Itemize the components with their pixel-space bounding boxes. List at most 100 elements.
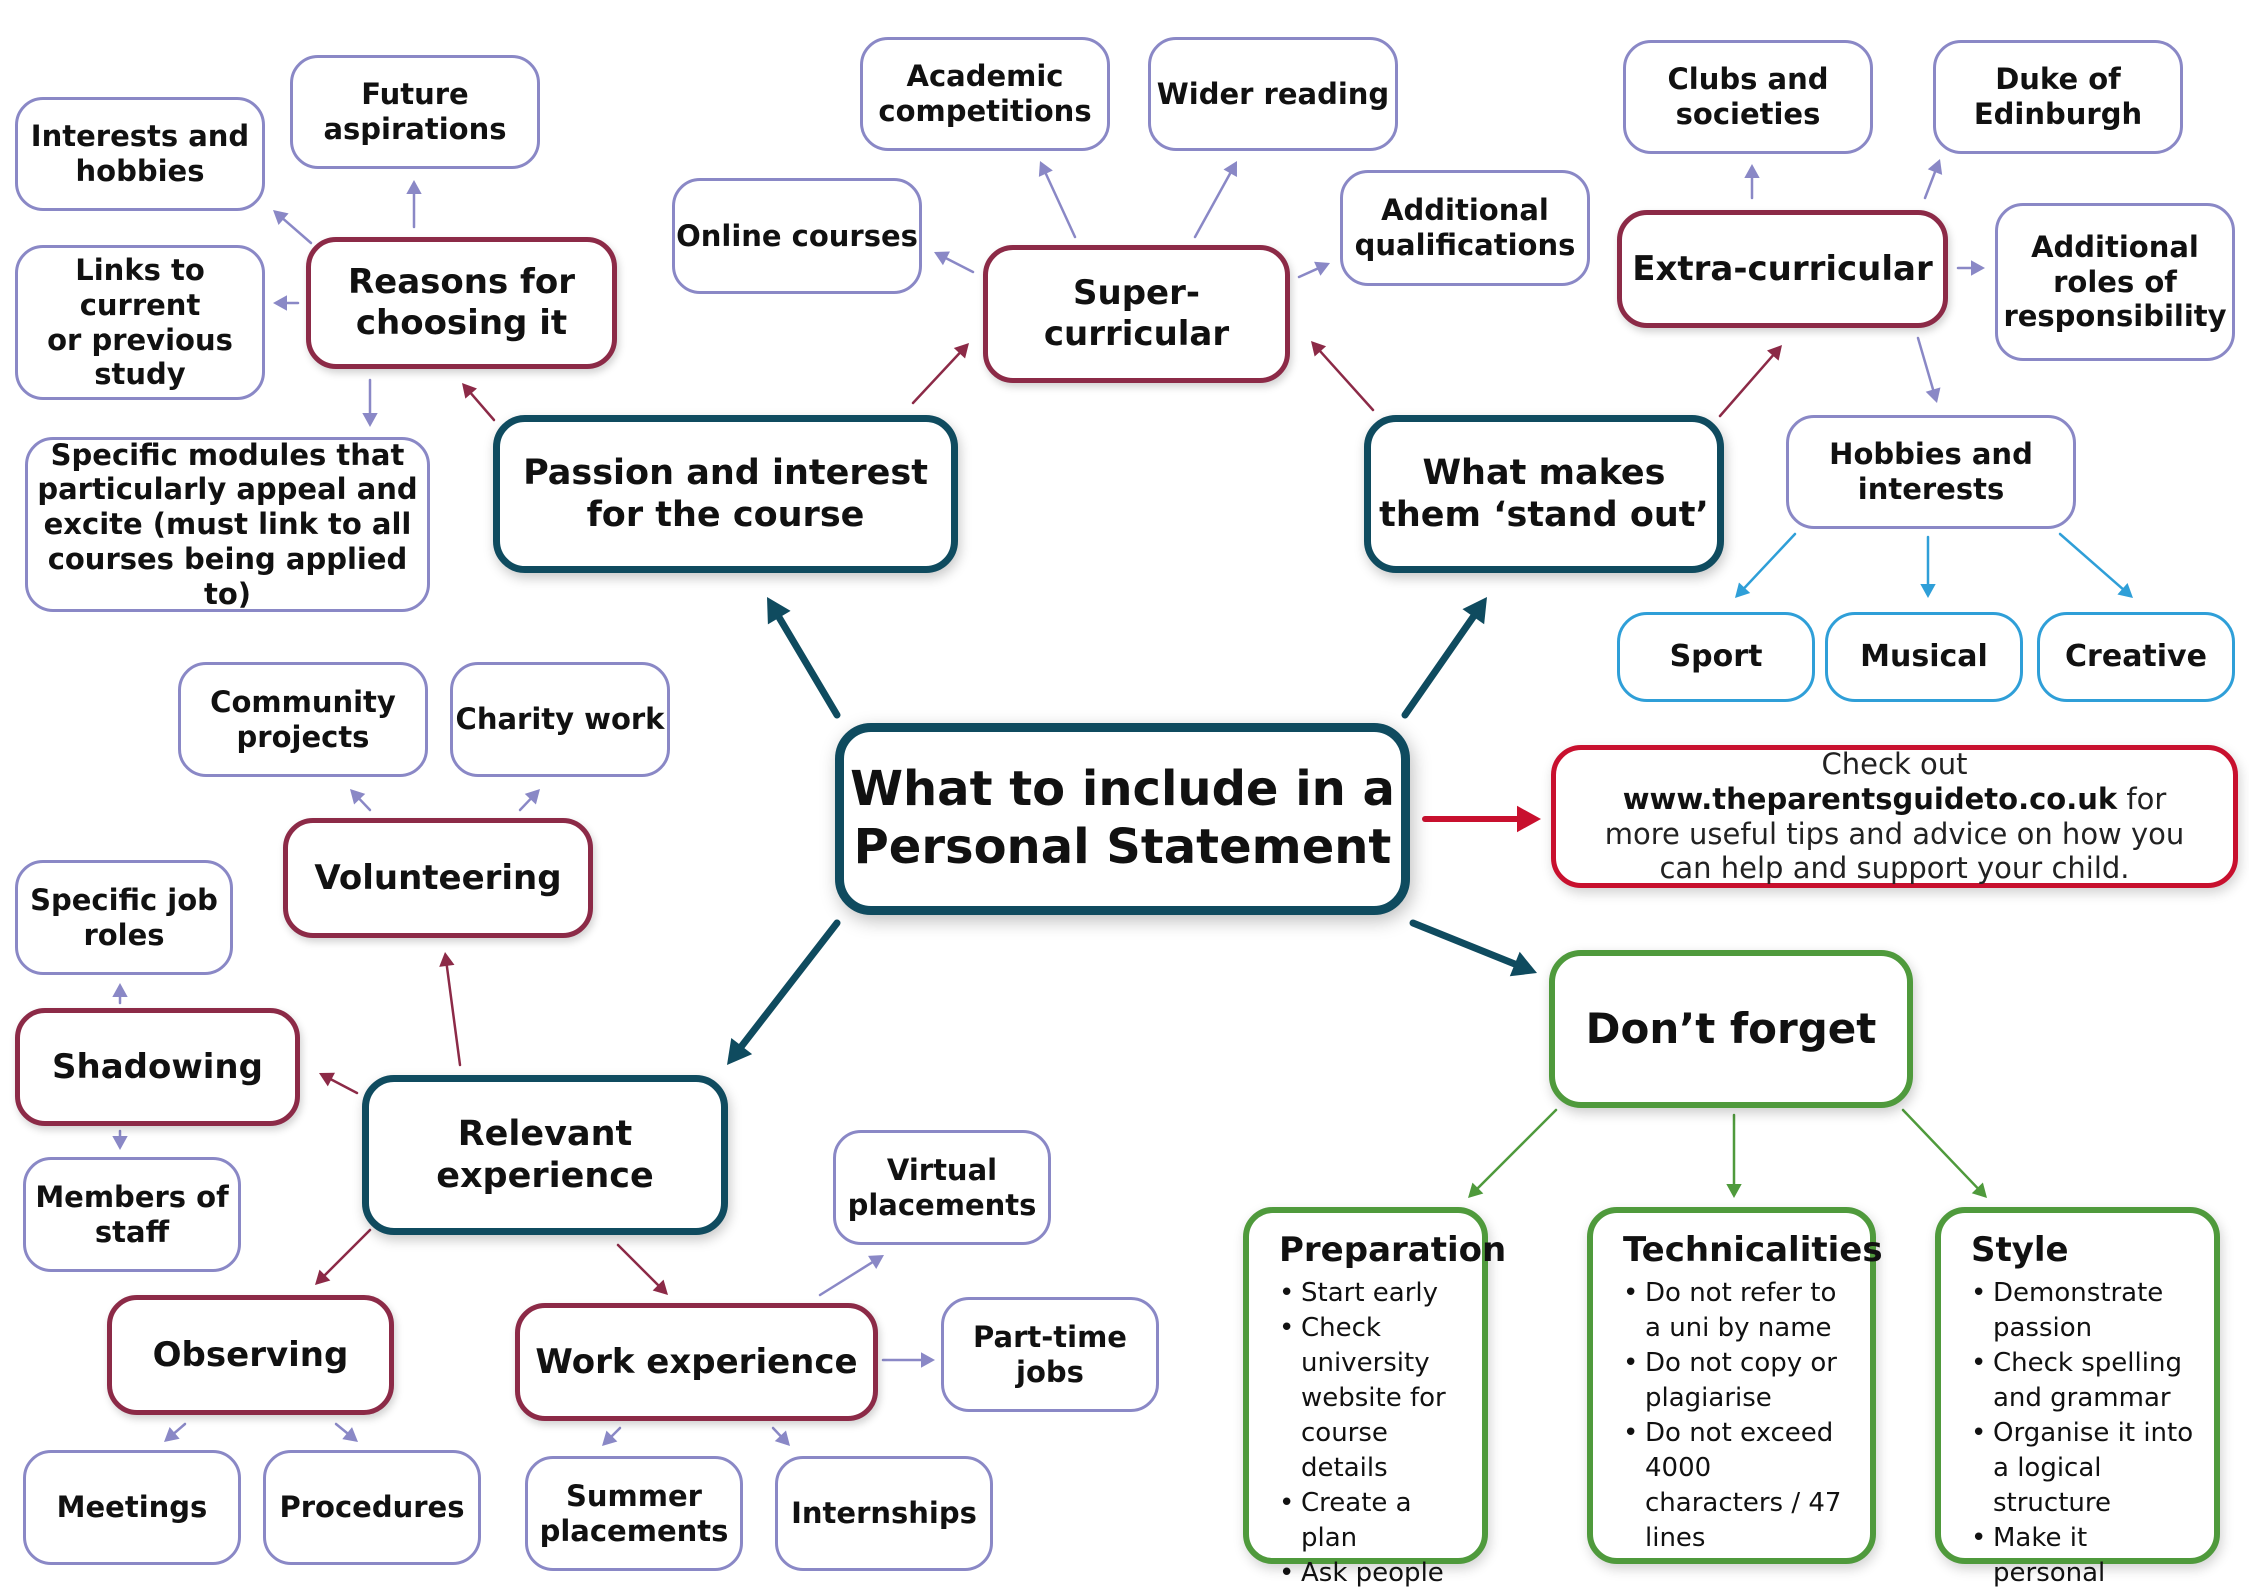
arrowhead bbox=[1509, 951, 1537, 977]
part-time-jobs-node: Part-time jobs bbox=[941, 1297, 1159, 1412]
connector-line bbox=[280, 216, 313, 245]
arrowhead bbox=[934, 251, 950, 266]
callout-text-start: Check out bbox=[1821, 746, 1968, 781]
arrow-to-creative bbox=[2058, 532, 2133, 598]
arrow-to-standout bbox=[1401, 597, 1487, 719]
clubs-societies-node: Clubs and societies bbox=[1623, 40, 1873, 154]
callout-url[interactable]: www.theparentsguideto.co.uk bbox=[1622, 781, 2118, 816]
arrowhead bbox=[273, 210, 289, 225]
arrow-to-technicalities bbox=[1726, 1113, 1742, 1198]
arrowhead bbox=[164, 1427, 180, 1442]
style-title: Style bbox=[1971, 1230, 2069, 1270]
creative-node: Creative bbox=[2037, 612, 2235, 702]
arrowhead bbox=[350, 789, 366, 805]
arrowhead bbox=[273, 295, 287, 311]
duke-edinburgh-node: Duke of Edinburgh bbox=[1933, 40, 2183, 154]
connector-line bbox=[322, 1228, 372, 1278]
website-callout: Check out www.theparentsguideto.co.uk fo… bbox=[1551, 745, 2238, 888]
online-courses-node: Online courses bbox=[672, 178, 922, 294]
arrow-to-sport bbox=[1735, 532, 1797, 598]
arrow-to-procedures bbox=[334, 1422, 358, 1442]
arrowhead bbox=[727, 1037, 753, 1065]
arrowhead bbox=[1038, 161, 1053, 177]
reasons-node: Reasons for choosing it bbox=[306, 237, 617, 369]
arrowhead bbox=[921, 1352, 935, 1368]
procedures-node: Procedures bbox=[263, 1450, 481, 1565]
connector-line bbox=[171, 1422, 187, 1436]
arrow-to-academic bbox=[1038, 161, 1077, 239]
arrowhead bbox=[362, 413, 378, 427]
arrowhead bbox=[774, 1430, 790, 1446]
arrowhead bbox=[868, 1255, 884, 1269]
connector-line bbox=[518, 796, 533, 812]
arrow-to-musical bbox=[1920, 535, 1936, 598]
work-experience-node: Work experience bbox=[515, 1303, 878, 1421]
community-projects-node: Community projects bbox=[178, 662, 428, 777]
arrow-to-volunteering bbox=[439, 952, 462, 1067]
arrowhead bbox=[1925, 387, 1941, 403]
arrow-to-summer bbox=[602, 1426, 622, 1446]
links-study-node: Links to current or previous study bbox=[15, 245, 265, 400]
connector-line bbox=[943, 256, 975, 274]
arrowhead bbox=[1927, 159, 1943, 175]
connector-line bbox=[468, 390, 496, 422]
arrow-to-modules bbox=[362, 378, 378, 427]
arrowhead bbox=[1311, 341, 1327, 357]
connector-line bbox=[2058, 532, 2126, 592]
arrowhead bbox=[112, 983, 128, 997]
arrowhead bbox=[1517, 805, 1541, 833]
arrowhead bbox=[315, 1269, 331, 1285]
connector-line bbox=[1718, 352, 1776, 418]
arrow-to-observing bbox=[315, 1228, 372, 1285]
virtual-placements-node: Virtual placements bbox=[833, 1130, 1051, 1245]
arrowhead bbox=[2117, 582, 2133, 598]
technicalities-item: Do not copy or plagiarise bbox=[1623, 1346, 1854, 1416]
central-topic: What to include in a Personal Statement bbox=[835, 723, 1410, 915]
style-box: Style Demonstrate passion Check spelling… bbox=[1935, 1207, 2220, 1588]
observing-node: Observing bbox=[107, 1295, 394, 1415]
connector-line bbox=[736, 919, 841, 1052]
arrowhead bbox=[652, 1279, 668, 1295]
preparation-title: Preparation bbox=[1279, 1230, 1507, 1270]
arrowhead bbox=[342, 1427, 358, 1442]
connector-line bbox=[609, 1426, 622, 1439]
interests-hobbies-node: Interests and hobbies bbox=[15, 97, 265, 211]
arrowhead bbox=[1971, 1182, 1987, 1198]
preparation-item: Ask people for feedback bbox=[1279, 1556, 1466, 1590]
connector-line bbox=[1901, 1108, 1980, 1191]
arrow-to-style bbox=[1901, 1108, 1987, 1198]
technicalities-box: Technicalities Do not refer to a uni by … bbox=[1587, 1207, 1883, 1564]
arrowhead bbox=[1223, 161, 1237, 177]
arrow-to-members bbox=[112, 1129, 128, 1150]
sport-node: Sport bbox=[1617, 612, 1815, 702]
academic-competitions-node: Academic competitions bbox=[860, 37, 1110, 151]
arrowhead bbox=[524, 789, 540, 805]
arrow-to-work-experience bbox=[616, 1243, 668, 1295]
arrow-to-preparation bbox=[1468, 1108, 1558, 1198]
arrow-to-roles bbox=[1956, 260, 1985, 276]
arrow-to-meetings bbox=[164, 1422, 187, 1442]
arrow-to-clubs bbox=[1744, 164, 1760, 200]
connector-line bbox=[328, 1077, 359, 1095]
specific-job-roles-node: Specific job roles bbox=[15, 860, 233, 975]
technicalities-title: Technicalities bbox=[1623, 1230, 1883, 1270]
arrowhead bbox=[319, 1072, 335, 1087]
connector-line bbox=[1297, 266, 1321, 279]
arrow-to-dont-forget bbox=[1409, 919, 1537, 977]
connector-line bbox=[1401, 611, 1478, 719]
style-item: Demonstrate passion bbox=[1971, 1276, 2198, 1346]
connector-line bbox=[616, 1243, 661, 1288]
specific-modules-node: Specific modules that particularly appea… bbox=[25, 437, 430, 612]
arrowhead bbox=[112, 1136, 128, 1150]
arrow-to-community bbox=[350, 789, 372, 812]
arrow-to-part-time bbox=[881, 1352, 935, 1368]
arrow-to-future bbox=[406, 180, 422, 229]
arrow-to-supercurricular-2 bbox=[1311, 341, 1375, 412]
arrow-to-wider bbox=[1193, 161, 1237, 239]
arrowhead bbox=[439, 952, 455, 967]
preparation-item: Check university website for course deta… bbox=[1279, 1311, 1466, 1486]
arrow-to-internships bbox=[771, 1426, 790, 1446]
connector-line bbox=[357, 796, 372, 812]
arrow-to-experience bbox=[727, 919, 841, 1065]
